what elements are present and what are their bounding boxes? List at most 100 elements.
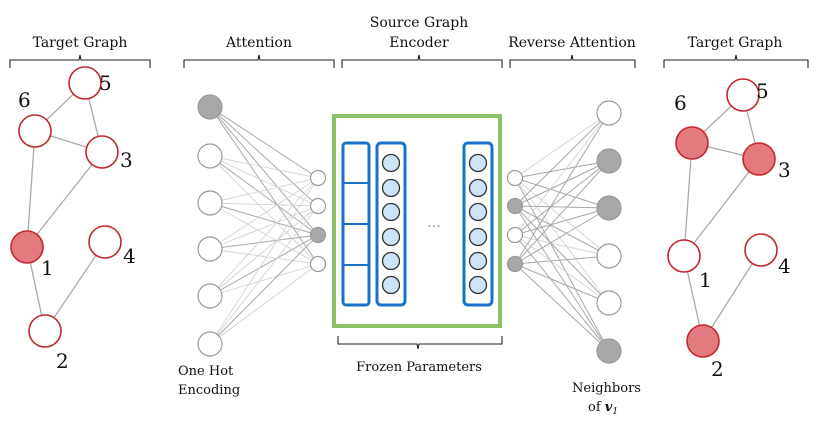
reverse-attention-title: Reverse Attention — [508, 35, 636, 51]
attention-title: Attention — [225, 35, 292, 51]
left-node-label-5: 5 — [99, 71, 112, 95]
attention-connection — [209, 177, 319, 250]
frozen-parameters-caption: Frozen Parameters — [356, 360, 482, 375]
right-node-label-1: 1 — [699, 268, 712, 292]
encoder-layer-2-neurons — [468, 153, 488, 295]
reverse-attention-connection — [514, 205, 610, 352]
left-graph-node-6 — [18, 114, 52, 148]
attention-connection — [209, 234, 319, 345]
one-hot-caption-line1: One Hot — [178, 364, 234, 379]
reverse-attention-connection — [514, 263, 610, 304]
right-node-label-4: 4 — [778, 254, 791, 278]
reverse-attention-connection — [514, 112, 610, 236]
encoder-layer-1-neuron — [381, 227, 401, 247]
right-graph-node-2 — [686, 324, 720, 358]
right-node-label-2: 2 — [711, 357, 724, 381]
encoder-layer-1-neuron — [381, 202, 401, 222]
reverse-attention-connection — [514, 112, 610, 265]
encoder-frame — [332, 114, 502, 328]
source-encoder-title-line1: Source Graph — [370, 15, 469, 31]
encoder-input-block — [341, 141, 371, 307]
attention-input-node — [197, 283, 223, 309]
right-graph-node-6 — [675, 126, 709, 160]
attention-connection — [209, 177, 319, 204]
reverse-attention-connection — [514, 177, 610, 209]
source-encoder-title-line2: Encoder — [389, 35, 449, 51]
neighbors-caption-line2: of v1 — [588, 400, 618, 417]
reverse-attention-network — [506, 100, 622, 364]
encoder-layer-2-neuron — [468, 153, 488, 173]
neighbors-v-symbol: v — [605, 400, 613, 415]
right-graph-node-4 — [744, 233, 778, 267]
attention-hidden-node — [309, 255, 327, 273]
right-graph-edge-6-1 — [683, 142, 693, 257]
source-graph-encoder: … — [332, 114, 502, 328]
encoder-layer-1-neuron — [381, 153, 401, 173]
left-graph-node-2 — [28, 314, 62, 348]
left-node-label-6: 6 — [18, 88, 31, 112]
attention-connection — [209, 106, 319, 265]
attention-network — [197, 94, 327, 357]
reverse-attention-connection — [514, 112, 610, 207]
attention-connection — [209, 155, 319, 236]
left-graph-node-1 — [10, 230, 44, 264]
encoder-layer-1 — [375, 141, 407, 307]
attention-hidden-node — [309, 226, 327, 244]
attention-hidden-node — [309, 197, 327, 215]
left-target-graph-title: Target Graph — [33, 35, 128, 51]
reverse-attention-connection — [514, 205, 610, 209]
attention-connection — [209, 234, 319, 250]
attention-connection — [209, 263, 319, 345]
left-target-brace — [9, 54, 151, 68]
left-graph-edge-3-1 — [26, 151, 103, 248]
reverse-attention-output-node — [596, 290, 622, 316]
reverse-attention-brace — [509, 54, 636, 68]
attention-connection — [209, 177, 319, 297]
reverse-attention-connection — [514, 112, 610, 179]
right-target-graph — [667, 78, 778, 358]
encoder-layer-2 — [462, 141, 494, 307]
reverse-attention-output-node — [596, 195, 622, 221]
attention-connection — [209, 155, 319, 207]
right-node-label-3: 3 — [778, 158, 791, 182]
right-target-graph-title: Target Graph — [688, 35, 783, 51]
reverse-attention-hidden-node — [506, 169, 524, 187]
attention-connection — [209, 234, 319, 297]
reverse-attention-output-node — [596, 338, 622, 364]
attention-input-node — [197, 331, 223, 357]
attention-connection — [209, 106, 319, 207]
left-node-label-4: 4 — [123, 244, 136, 268]
left-graph-node-3 — [85, 135, 119, 169]
right-graph-node-1 — [667, 239, 701, 273]
attention-connection — [209, 177, 319, 345]
right-graph-node-3 — [742, 142, 776, 176]
attention-brace — [183, 54, 335, 68]
reverse-attention-connection — [514, 160, 610, 236]
encoder-layer-1-neuron — [381, 178, 401, 198]
reverse-attention-connection — [514, 207, 610, 236]
frozen-parameters-brace — [337, 336, 503, 350]
attention-input-node — [197, 143, 223, 169]
right-target-brace — [663, 54, 809, 68]
reverse-attention-connection — [514, 255, 610, 265]
encoder-layer-1-neuron — [381, 251, 401, 271]
left-graph-node-5 — [68, 66, 102, 100]
left-target-graph — [10, 66, 122, 348]
right-graph-node-5 — [726, 78, 760, 112]
attention-input-node — [197, 94, 223, 120]
attention-hidden-node — [309, 169, 327, 187]
reverse-attention-hidden-node — [506, 226, 524, 244]
reverse-attention-output-node — [596, 100, 622, 126]
attention-connection — [209, 248, 319, 265]
attention-connection — [209, 106, 319, 236]
encoder-layer-1-neuron — [381, 275, 401, 295]
attention-input-node — [197, 190, 223, 216]
neighbors-of-text: of — [588, 400, 605, 415]
encoder-ellipsis: … — [427, 215, 441, 231]
right-graph-edge-3-1 — [683, 158, 760, 257]
attention-input-node — [197, 236, 223, 262]
reverse-attention-hidden-node — [506, 255, 524, 273]
left-graph-node-4 — [88, 225, 122, 259]
attention-connection — [209, 106, 319, 179]
